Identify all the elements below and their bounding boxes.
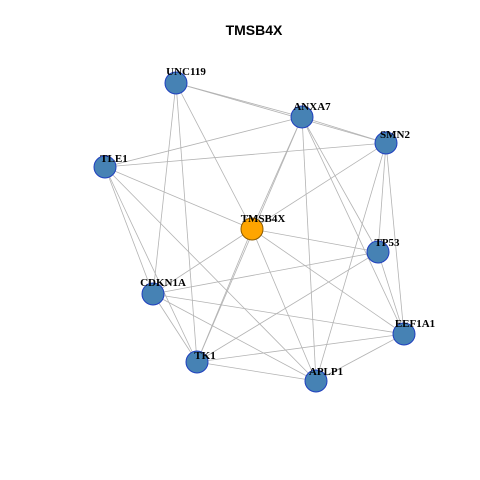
node-tp53[interactable]: TP53 bbox=[366, 237, 400, 264]
edge-tmsb4x-aplp1 bbox=[251, 228, 317, 382]
edge-tmsb4x-tp53 bbox=[251, 228, 379, 253]
edge-tp53-cdkn1a bbox=[152, 251, 379, 295]
node-circle-cdkn1a[interactable] bbox=[141, 282, 165, 306]
edge-unc119-tk1 bbox=[175, 82, 198, 363]
node-circle-eef1a1[interactable] bbox=[392, 322, 416, 346]
node-label-anxa7: ANXA7 bbox=[293, 101, 331, 113]
node-label-smn2: SMN2 bbox=[380, 129, 410, 141]
node-circle-aplp1[interactable] bbox=[304, 369, 328, 393]
node-label-tle1: TLE1 bbox=[100, 153, 128, 165]
edge-layer bbox=[104, 82, 405, 382]
edge-smn2-tmsb4x bbox=[251, 142, 387, 230]
node-label-tp53: TP53 bbox=[374, 237, 400, 249]
edge-anxa7-aplp1 bbox=[301, 116, 317, 382]
node-tle1[interactable]: TLE1 bbox=[93, 153, 128, 179]
edge-tmsb4x-cdkn1a bbox=[152, 228, 253, 295]
node-circle-unc119[interactable] bbox=[164, 71, 188, 95]
edge-tmsb4x-tk1 bbox=[196, 228, 253, 363]
node-circle-smn2[interactable] bbox=[374, 131, 398, 155]
node-circle-tk1[interactable] bbox=[185, 350, 209, 374]
edge-tk1-aplp1 bbox=[196, 361, 317, 382]
edge-smn2-eef1a1 bbox=[385, 142, 405, 335]
edge-cdkn1a-eef1a1 bbox=[152, 293, 405, 335]
node-circle-tmsb4x[interactable] bbox=[240, 217, 264, 241]
node-label-cdkn1a: CDKN1A bbox=[140, 277, 186, 289]
node-label-aplp1: APLP1 bbox=[309, 366, 343, 378]
node-anxa7[interactable]: ANXA7 bbox=[290, 101, 331, 129]
edge-tle1-tmsb4x bbox=[104, 166, 253, 230]
edge-tmsb4x-eef1a1 bbox=[251, 228, 405, 335]
edge-tle1-tk1 bbox=[104, 166, 198, 363]
edge-anxa7-smn2 bbox=[301, 116, 387, 144]
node-eef1a1[interactable]: EEF1A1 bbox=[392, 318, 435, 346]
node-smn2[interactable]: SMN2 bbox=[374, 129, 410, 155]
edge-tp53-tk1 bbox=[196, 251, 379, 363]
edge-smn2-aplp1 bbox=[315, 142, 387, 382]
edge-tle1-cdkn1a bbox=[104, 166, 154, 295]
node-circle-tle1[interactable] bbox=[93, 155, 117, 179]
edge-anxa7-tle1 bbox=[104, 116, 303, 168]
edge-anxa7-eef1a1 bbox=[301, 116, 405, 335]
edge-unc119-tmsb4x bbox=[175, 82, 253, 230]
edge-tk1-eef1a1 bbox=[196, 333, 405, 363]
node-circle-anxa7[interactable] bbox=[290, 105, 314, 129]
node-circle-tp53[interactable] bbox=[366, 240, 390, 264]
node-unc119[interactable]: UNC119 bbox=[164, 66, 206, 95]
node-label-tmsb4x: TMSB4X bbox=[241, 213, 286, 225]
edge-tle1-aplp1 bbox=[104, 166, 317, 382]
node-tk1[interactable]: TK1 bbox=[185, 350, 216, 374]
edge-tle1-smn2 bbox=[104, 142, 387, 168]
edge-cdkn1a-tk1 bbox=[152, 293, 198, 363]
node-label-tk1: TK1 bbox=[194, 350, 215, 362]
edge-unc119-smn2 bbox=[175, 82, 387, 144]
node-cdkn1a[interactable]: CDKN1A bbox=[140, 277, 186, 306]
edge-cdkn1a-aplp1 bbox=[152, 293, 317, 382]
graph-title: TMSB4X bbox=[226, 22, 283, 38]
edge-unc119-cdkn1a bbox=[152, 82, 177, 295]
edge-anxa7-tp53 bbox=[301, 116, 379, 253]
node-aplp1[interactable]: APLP1 bbox=[304, 366, 343, 393]
edge-smn2-tp53 bbox=[377, 142, 387, 253]
edge-eef1a1-aplp1 bbox=[315, 333, 405, 382]
edge-tp53-eef1a1 bbox=[377, 251, 405, 335]
node-tmsb4x[interactable]: TMSB4X bbox=[240, 213, 286, 241]
node-label-eef1a1: EEF1A1 bbox=[395, 318, 435, 330]
node-label-unc119: UNC119 bbox=[166, 66, 206, 78]
